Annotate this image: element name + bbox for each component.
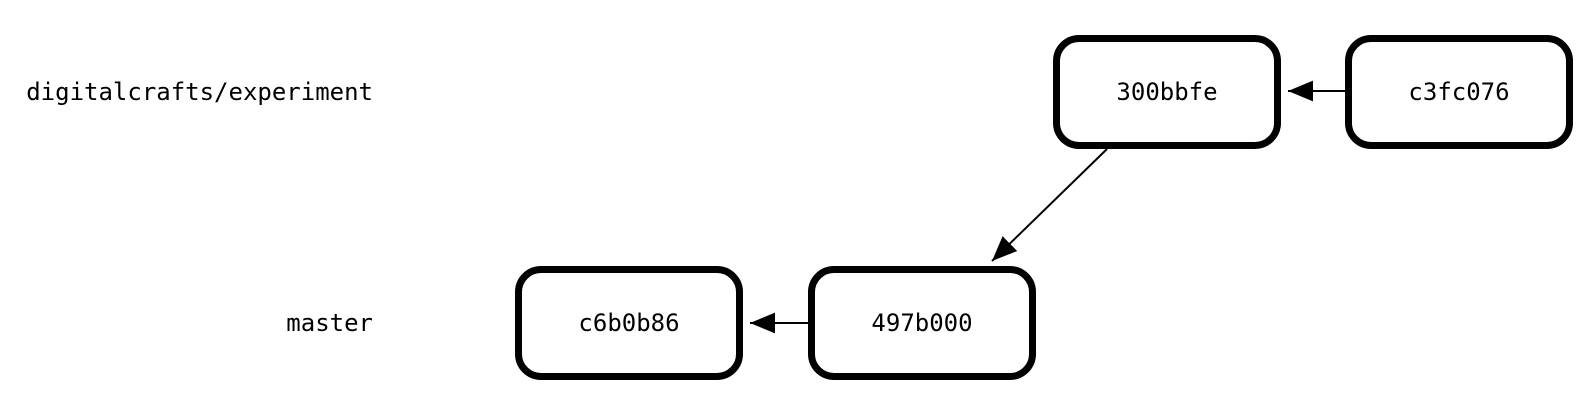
branch-label-master: master [286, 309, 373, 337]
branch-label-experiment: digitalcrafts/experiment [26, 78, 373, 106]
commit-hash: 497b000 [871, 309, 973, 337]
edge-300bbfe-to-497b000 [991, 148, 1108, 262]
commit-node-497b000: 497b000 [808, 266, 1036, 380]
commit-node-300bbfe: 300bbfe [1053, 35, 1281, 149]
commit-node-c3fc076: c3fc076 [1345, 35, 1573, 149]
commit-hash: c3fc076 [1408, 78, 1510, 106]
commit-hash: c6b0b86 [578, 309, 680, 337]
commit-hash: 300bbfe [1116, 78, 1218, 106]
commit-node-c6b0b86: c6b0b86 [515, 266, 743, 380]
